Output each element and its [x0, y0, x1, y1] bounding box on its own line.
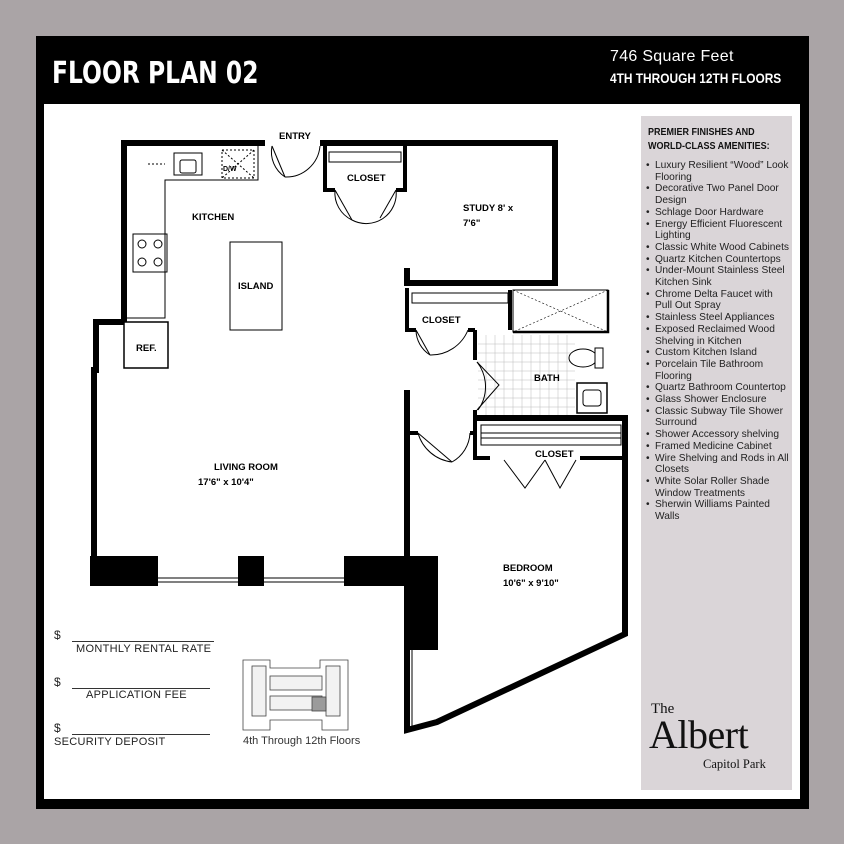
floors-label: 4TH THROUGH 12TH FLOORS	[610, 70, 782, 86]
window-wall	[90, 556, 438, 726]
bedroom-closet-label: CLOSET	[535, 449, 574, 460]
amenity-item: Wire Shelving and Rods in All Closets	[646, 453, 792, 476]
amenity-item: Classic White Wood Cabinets	[646, 242, 792, 254]
bedroom-label: BEDROOM	[503, 563, 553, 574]
fee-underline	[72, 641, 214, 642]
amenity-item: Energy Efficient Fluorescent Lighting	[646, 219, 792, 242]
amenity-item: Stainless Steel Appliances	[646, 312, 792, 324]
interior-walls	[323, 146, 625, 460]
study-closet-outline	[411, 292, 509, 356]
amenity-item: Shower Accessory shelving	[646, 429, 792, 441]
key-plan	[242, 659, 349, 731]
entry-closet-label: CLOSET	[347, 173, 386, 184]
living-room-dimensions: 17'6" x 10'4"	[198, 477, 254, 488]
page-title: FLOOR PLAN 02	[52, 56, 259, 91]
fee-underline	[72, 734, 210, 735]
amenity-item: Framed Medicine Cabinet	[646, 441, 792, 453]
entry-label: ENTRY	[279, 131, 312, 142]
square-feet: 746 Square Feet	[610, 48, 734, 65]
bedroom-dimensions: 10'6" x 9'10"	[503, 578, 559, 589]
living-room-label: LIVING ROOM	[214, 462, 278, 473]
dollar-sign: $	[54, 721, 61, 735]
study-dimensions: 7'6"	[463, 218, 480, 229]
bedroom-door	[417, 432, 471, 463]
dollar-sign: $	[54, 675, 61, 689]
dollar-sign: $	[54, 628, 61, 642]
amenity-item: White Solar Roller Shade Window Treatmen…	[646, 476, 792, 499]
amenity-item: Luxury Resilient “Wood” Look Flooring	[646, 160, 792, 183]
entry-door	[270, 145, 321, 178]
amenities-heading: PREMIER FINISHES AND WORLD-CLASS AMENITI…	[648, 127, 770, 152]
brand-the: The	[651, 701, 675, 717]
key-plan-caption: 4th Through 12th Floors	[243, 735, 361, 747]
kitchen-label: KITCHEN	[192, 212, 234, 223]
amenity-item: Quartz Bathroom Countertop	[646, 382, 792, 394]
application-fee-label: APPLICATION FEE	[86, 689, 187, 701]
kitchen-island	[229, 241, 283, 331]
refrigerator	[123, 321, 169, 369]
bath-area	[476, 289, 624, 415]
amenity-item: Chrome Delta Faucet with Pull Out Spray	[646, 289, 792, 312]
brand-subtitle: Capitol Park	[703, 757, 766, 771]
entry-closet-outline	[328, 151, 402, 225]
bath-label: BATH	[534, 373, 560, 384]
amenity-item: Exposed Reclaimed Wood Shelving in Kitch…	[646, 324, 792, 347]
island-label: ISLAND	[238, 281, 274, 292]
amenities-list: Luxury Resilient “Wood” Look FlooringDec…	[646, 160, 792, 523]
amenity-item: Under-Mount Stainless Steel Kitchen Sink	[646, 265, 792, 288]
brand-name: Albert	[649, 712, 749, 757]
amenities-panel: PREMIER FINISHES AND WORLD-CLASS AMENITI…	[641, 116, 792, 790]
monthly-rent-label: MONTHLY RENTAL RATE	[76, 643, 212, 655]
amenity-item: Quartz Kitchen Countertops	[646, 254, 792, 266]
amenity-item: Custom Kitchen Island	[646, 347, 792, 359]
study-closet-label: CLOSET	[422, 315, 461, 326]
amenity-item: Sherwin Williams Painted Walls	[646, 499, 792, 522]
dishwasher-label: D/W	[223, 166, 237, 173]
bedroom-closet-outline	[480, 424, 622, 490]
outer-walls	[91, 140, 628, 734]
amenity-item: Classic Subway Tile Shower Surround	[646, 406, 792, 429]
security-deposit-label: SECURITY DEPOSIT	[54, 736, 166, 748]
kitchen-counter	[127, 146, 259, 319]
amenity-item: Decorative Two Panel Door Design	[646, 183, 792, 206]
fee-underline	[72, 688, 210, 689]
refrigerator-label: REF.	[136, 343, 157, 354]
amenity-item: Schlage Door Hardware	[646, 207, 792, 219]
amenity-item: Porcelain Tile Bathroom Flooring	[646, 359, 792, 382]
amenity-item: Glass Shower Enclosure	[646, 394, 792, 406]
study-label: STUDY 8' x	[463, 203, 514, 214]
